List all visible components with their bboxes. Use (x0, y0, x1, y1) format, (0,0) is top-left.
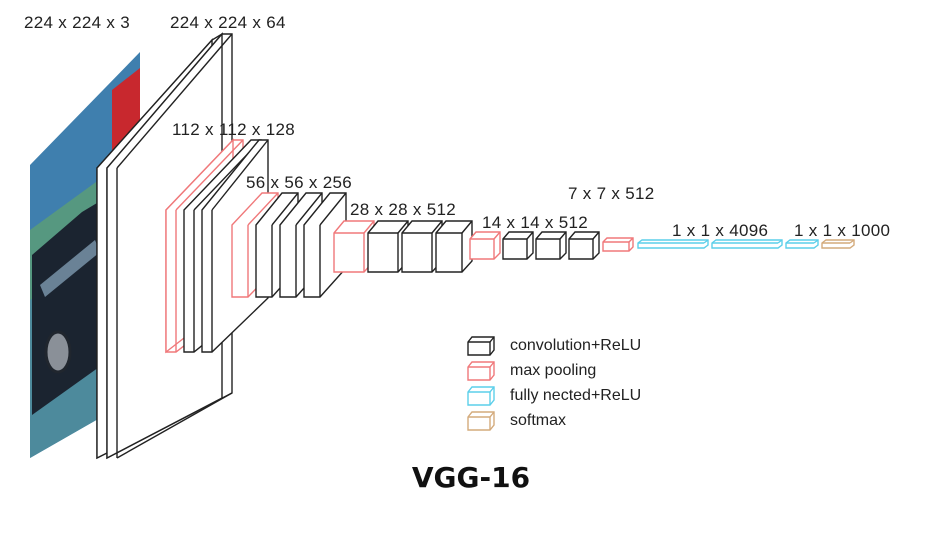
label-224x224x3: 224 x 224 x 3 (24, 13, 130, 32)
label-7x7x512: 7 x 7 x 512 (568, 184, 655, 203)
conv-legend-icon (467, 336, 495, 356)
legend-label-softmax: softmax (510, 412, 567, 429)
conv-layer-4c (435, 220, 473, 273)
fc-layer-2 (711, 239, 783, 249)
block4-layers (333, 220, 473, 273)
label-1x1x4096: 1 x 1 x 4096 (672, 221, 769, 240)
legend-label-pool: max pooling (510, 362, 597, 379)
legend-label-fc: fully nected+ReLU (510, 387, 642, 404)
legend-icons (467, 336, 495, 431)
label-14x14x512: 14 x 14 x 512 (482, 213, 588, 232)
conv-layer-4a (367, 220, 409, 273)
pool-legend-icon (467, 361, 495, 381)
fc-layer-1 (637, 239, 709, 249)
label-56x56x256: 56 x 56 x 256 (246, 173, 352, 192)
conv-layer-4b (401, 220, 443, 273)
conv-layer-5a (502, 231, 534, 260)
legend-label-conv: convolution+ReLU (510, 337, 642, 354)
label-112x112x128: 112 x 112 x 128 (172, 120, 295, 139)
softmax-legend-icon (467, 411, 495, 431)
conv-layer-5c (568, 231, 600, 260)
block5-layers (469, 231, 600, 260)
pool-layer-4 (469, 231, 501, 260)
block3-layers (231, 192, 347, 298)
softmax-layer (821, 239, 855, 249)
label-28x28x512: 28 x 28 x 512 (350, 200, 456, 219)
fc-layer-3 (785, 239, 819, 249)
label-224x224x64: 224 x 224 x 64 (170, 13, 286, 32)
pool-layer-3 (333, 220, 375, 273)
diagram-title: VGG-16 (411, 461, 531, 494)
conv-layer-5b (535, 231, 567, 260)
fc-legend-icon (467, 386, 495, 406)
fc-layers (637, 239, 819, 249)
label-1x1x1000: 1 x 1 x 1000 (794, 221, 891, 240)
pool-layer-5 (602, 237, 634, 252)
